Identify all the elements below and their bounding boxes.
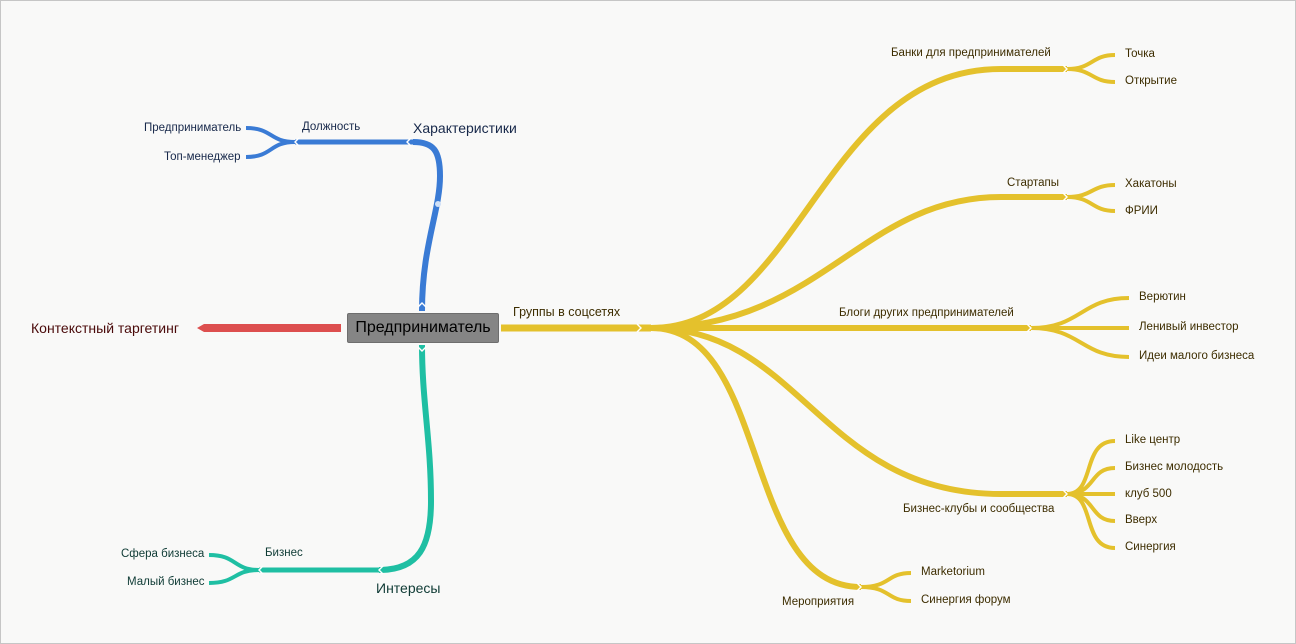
node-leaf[interactable]: Ленивый инвестор [1139, 321, 1239, 333]
node-business-item[interactable]: Сфера бизнеса [121, 548, 205, 560]
branch-clubs [650, 325, 1067, 497]
node-banks[interactable]: Банки для предпринимателей [891, 47, 1051, 59]
chevron-markers [258, 64, 1068, 592]
node-leaf[interactable]: Marketorium [921, 566, 985, 578]
node-leaf[interactable]: Открытие [1125, 75, 1177, 87]
node-startups[interactable]: Стартапы [1007, 177, 1060, 189]
node-leaf[interactable]: Синергия форум [921, 594, 1011, 606]
node-leaf[interactable]: ФРИИ [1125, 205, 1158, 217]
node-business[interactable]: Бизнес [265, 547, 303, 559]
node-position-item[interactable]: Предприниматель [144, 122, 242, 134]
branch-interests [378, 344, 435, 573]
node-events[interactable]: Мероприятия [782, 596, 855, 608]
fork-clubs [1066, 439, 1116, 550]
node-leaf[interactable]: Точка [1125, 48, 1155, 60]
node-leaf[interactable]: Вверх [1125, 514, 1158, 526]
node-leaf[interactable]: Синергия [1125, 541, 1176, 553]
node-characteristics[interactable]: Характеристики [413, 120, 517, 136]
node-business-item[interactable]: Малый бизнес [127, 576, 205, 588]
node-position[interactable]: Должность [302, 121, 361, 133]
fork-position [245, 126, 296, 159]
fork-startups [1066, 183, 1116, 213]
node-leaf[interactable]: Хакатоны [1125, 178, 1177, 190]
node-targeting[interactable]: Контекстный таргетинг [31, 320, 179, 336]
branch-characteristics [412, 139, 444, 312]
node-leaf[interactable]: Бизнес молодость [1125, 461, 1224, 473]
node-clubs[interactable]: Бизнес-клубы и сообщества [903, 503, 1055, 515]
node-leaf[interactable]: Like центр [1125, 434, 1181, 446]
node-position-item[interactable]: Топ-менеджер [164, 151, 241, 163]
root-node[interactable]: Предприниматель [347, 313, 499, 343]
node-interests[interactable]: Интересы [376, 580, 441, 596]
branch-startups [650, 194, 1067, 331]
node-leaf[interactable]: клуб 500 [1125, 488, 1172, 500]
fork-banks [1066, 53, 1116, 84]
node-leaf[interactable]: Верютин [1139, 291, 1186, 303]
fork-blogs [1030, 296, 1130, 359]
branch-dot [435, 201, 441, 207]
node-social[interactable]: Группы в соцсетях [513, 305, 621, 319]
fork-business [208, 553, 260, 585]
node-blogs[interactable]: Блоги других предпринимателей [839, 307, 1014, 319]
node-leaf[interactable]: Идеи малого бизнеса [1139, 350, 1255, 362]
fork-events [860, 571, 912, 603]
branch-events [650, 325, 862, 590]
branch-banks [650, 66, 1067, 331]
arrow-tip [197, 324, 204, 332]
